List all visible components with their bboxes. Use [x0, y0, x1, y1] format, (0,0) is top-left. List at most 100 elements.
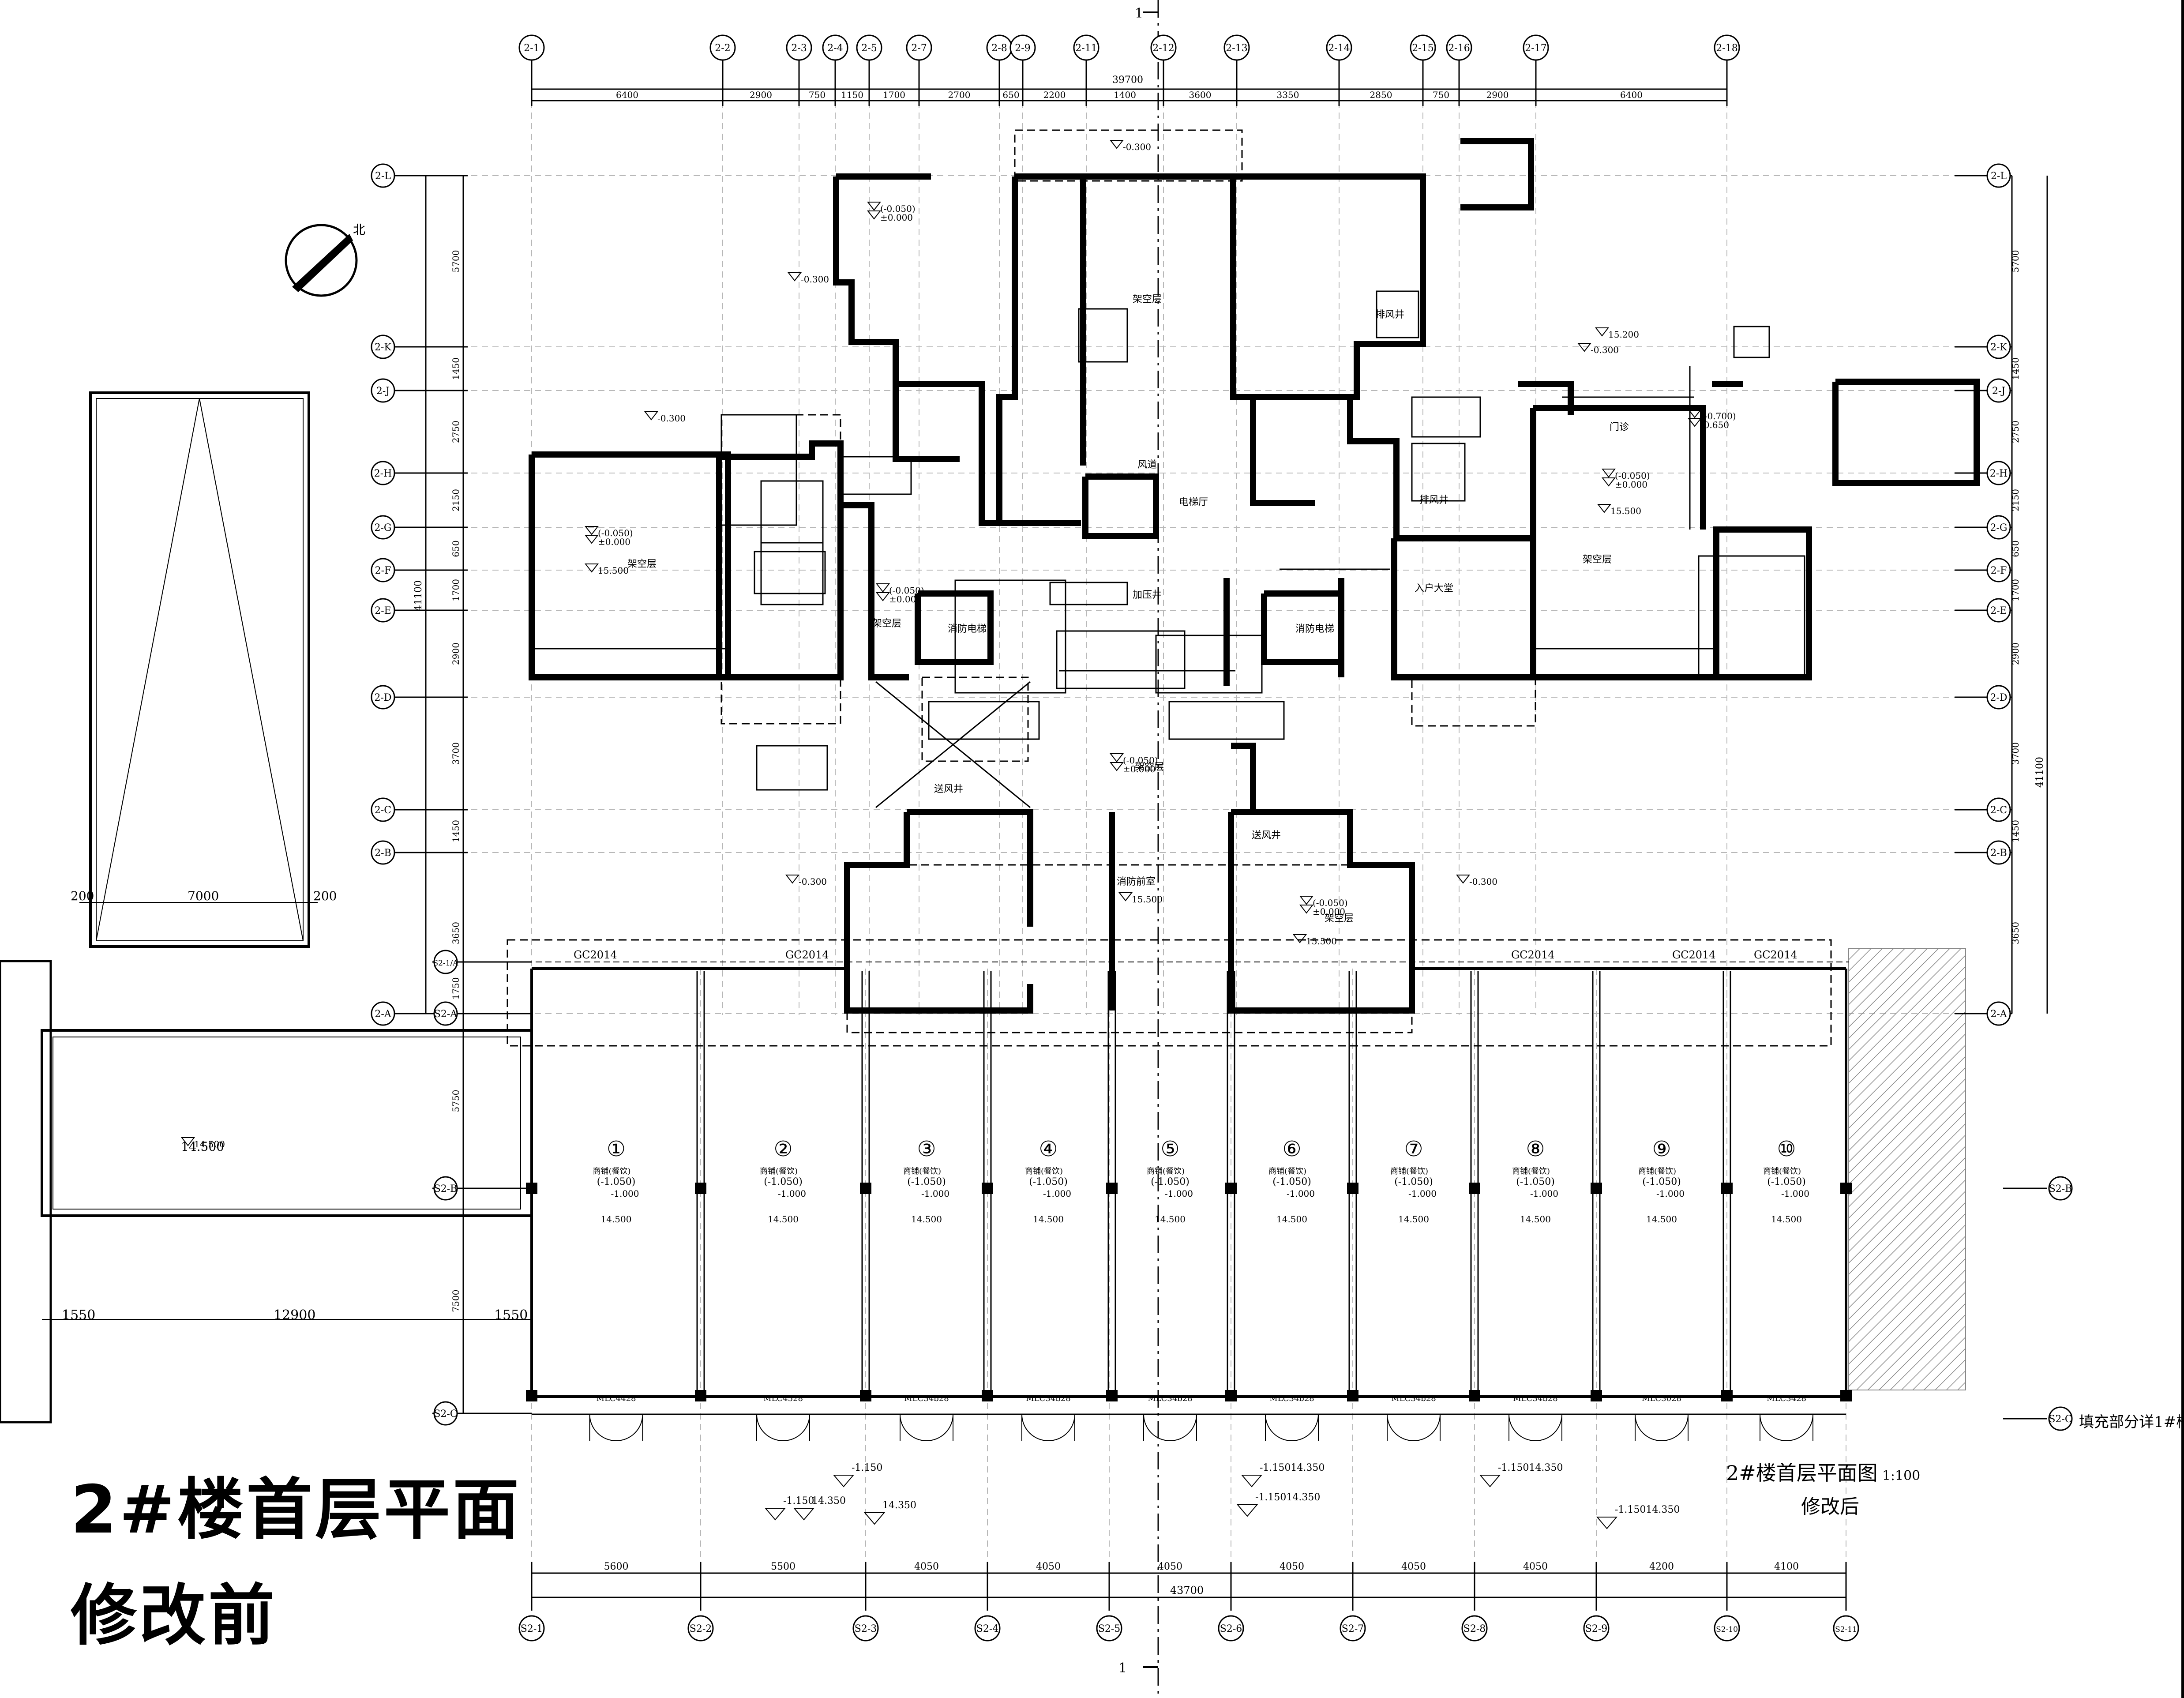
axis-bubble-podium-right: S2-C [2048, 1406, 2073, 1431]
level-mark: 15.500 [1610, 506, 1641, 516]
axis-label: 2-B [1990, 848, 2007, 859]
section-line: 1 1 [1118, 0, 1159, 1698]
front-level-mark: -1.15014.350 [1260, 1462, 1325, 1473]
shop-level-1: (-1.050) [1151, 1176, 1190, 1187]
level-mark: (-0.050) [889, 585, 924, 596]
axis-bubble-top: 2-7 [906, 34, 932, 61]
shop-number: ② [773, 1137, 792, 1161]
axis-label: 2-14 [1328, 43, 1350, 54]
shop-number: ⑥ [1282, 1137, 1301, 1161]
axis-label: 2-17 [1525, 43, 1546, 54]
axis-bubble-top: 2-18 [1714, 34, 1740, 61]
axis-bubble-right: 2-F [1986, 558, 2011, 582]
shop-number: ⑤ [1160, 1137, 1179, 1161]
axis-bubble-top: 2-9 [1009, 34, 1036, 61]
axis-bubble-top: 2-4 [822, 34, 848, 61]
axis-label: 2-E [1990, 605, 2007, 616]
bottom-dim-text: 4200 [1649, 1561, 1674, 1572]
main-title-line2: 修改前 [71, 1578, 278, 1654]
shop-level-2: -1.000 [1656, 1188, 1685, 1199]
axis-bubble-top: 2-8 [986, 34, 1013, 61]
shop-number: ⑦ [1404, 1137, 1423, 1161]
axis-bubble-top: 2-12 [1150, 34, 1177, 61]
shop-name: 商铺(餐饮) [1763, 1167, 1801, 1176]
shop-name: 商铺(餐饮) [1512, 1167, 1550, 1176]
left-dim-text: 1450 [450, 820, 461, 842]
room-label: 架空层 [1325, 913, 1354, 924]
axis-bubble-bottom: S2-8 [1461, 1615, 1488, 1642]
axis-bubble-left: 2-F [371, 558, 395, 582]
axis-bubble-right: 2-A [1986, 1001, 2011, 1026]
axis-bubble-left: 2-K [371, 334, 395, 359]
room-labels: 架空层架空层架空层架空层架空层架空层电梯厅消防电梯消防电梯入户大堂消防前室送风井… [627, 294, 1629, 924]
bottom-dim-text: 4100 [1774, 1561, 1799, 1572]
axis-label: S2-A [434, 1009, 458, 1020]
level-mark: (-0.050) [1123, 755, 1158, 766]
shop-level-3: 14.500 [1155, 1214, 1186, 1225]
shop-level-2: -1.000 [778, 1188, 806, 1199]
shop-level-2: -1.000 [1530, 1188, 1558, 1199]
shop-level-3: 14.500 [1520, 1214, 1551, 1225]
left-total-dim: 41100 [413, 580, 424, 611]
top-dim-text: 6400 [1620, 90, 1643, 100]
axis-bubble-bottom: S2-9 [1583, 1615, 1610, 1642]
shop-window-label: MLC4428 [597, 1394, 636, 1403]
room-label: 架空层 [1133, 294, 1162, 305]
shop-level-1: (-1.050) [1029, 1176, 1068, 1187]
window-label: GC2014 [1754, 949, 1797, 961]
axis-label: 2-16 [1448, 43, 1470, 54]
shop-level-1: (-1.050) [1394, 1176, 1433, 1187]
axis-bubble-bottom: S2-1 [518, 1615, 545, 1642]
axis-label: S2-11 [1835, 1625, 1857, 1634]
axis-label: 2-11 [1075, 43, 1097, 54]
axis-bubble-bottom: S2-5 [1096, 1615, 1122, 1642]
svg-text:北: 北 [353, 222, 365, 237]
axis-label: S2-1 [521, 1623, 543, 1634]
front-level-mark: -1.150 [783, 1495, 814, 1506]
shop-level-3: 14.500 [1033, 1214, 1064, 1225]
level-mark: ±0.000 [1615, 479, 1647, 490]
axis-label: 2-8 [991, 43, 1007, 54]
axis-bubble-top: 2-17 [1523, 34, 1549, 61]
shop-level-1: (-1.050) [1642, 1176, 1681, 1187]
window-label: GC2014 [574, 949, 617, 961]
left-dim-text: 2750 [450, 421, 461, 443]
right-dim-text: 3650 [2010, 922, 2021, 944]
axis-label: 2-H [374, 468, 392, 479]
axis-label: 2-9 [1015, 43, 1030, 54]
axis-bubble-left: 2-D [371, 685, 395, 710]
shop-level-3: 14.500 [1771, 1214, 1802, 1225]
left-dim-text: 5700 [450, 250, 461, 273]
podium-shops-frame [516, 962, 1849, 1415]
main-title-line1: 2#楼首层平面 [71, 1472, 522, 1548]
axis-label: 2-4 [827, 43, 843, 54]
room-label: 加压井 [1133, 590, 1162, 601]
level-mark: (-0.050) [1615, 470, 1650, 481]
dashed-outlines [507, 129, 1832, 1047]
front-level-mark: -1.15014.350 [1255, 1492, 1320, 1503]
room-label: 消防前室 [1117, 876, 1156, 887]
svg-text:1: 1 [1118, 1660, 1127, 1676]
interior-lines [529, 290, 1805, 808]
axis-bubble-right: 2-D [1986, 685, 2011, 710]
axis-label: 2-7 [911, 43, 927, 54]
shop-name: 商铺(餐饮) [593, 1167, 630, 1176]
axis-label: 2-F [1991, 565, 2007, 576]
axis-bubble-left: 2-C [371, 797, 395, 822]
shop-window-label: MLC34b28 [1148, 1394, 1193, 1403]
level-marks: -0.300-0.300-0.300(-0.050)±0.00015.500(-… [180, 140, 1736, 1529]
shop-level-2: -1.000 [1781, 1188, 1809, 1199]
pavilion-level: 14.500 [181, 1139, 224, 1154]
room-label: 入户大堂 [1415, 583, 1453, 594]
shop-name: 商铺(餐饮) [903, 1167, 941, 1176]
bottom-dim-text: 5600 [604, 1561, 629, 1572]
top-dim-text: 1700 [883, 90, 905, 100]
shop-level-2: -1.000 [921, 1188, 949, 1199]
shop-level-2: -1.000 [1165, 1188, 1193, 1199]
axis-label: 2-18 [1716, 43, 1737, 54]
